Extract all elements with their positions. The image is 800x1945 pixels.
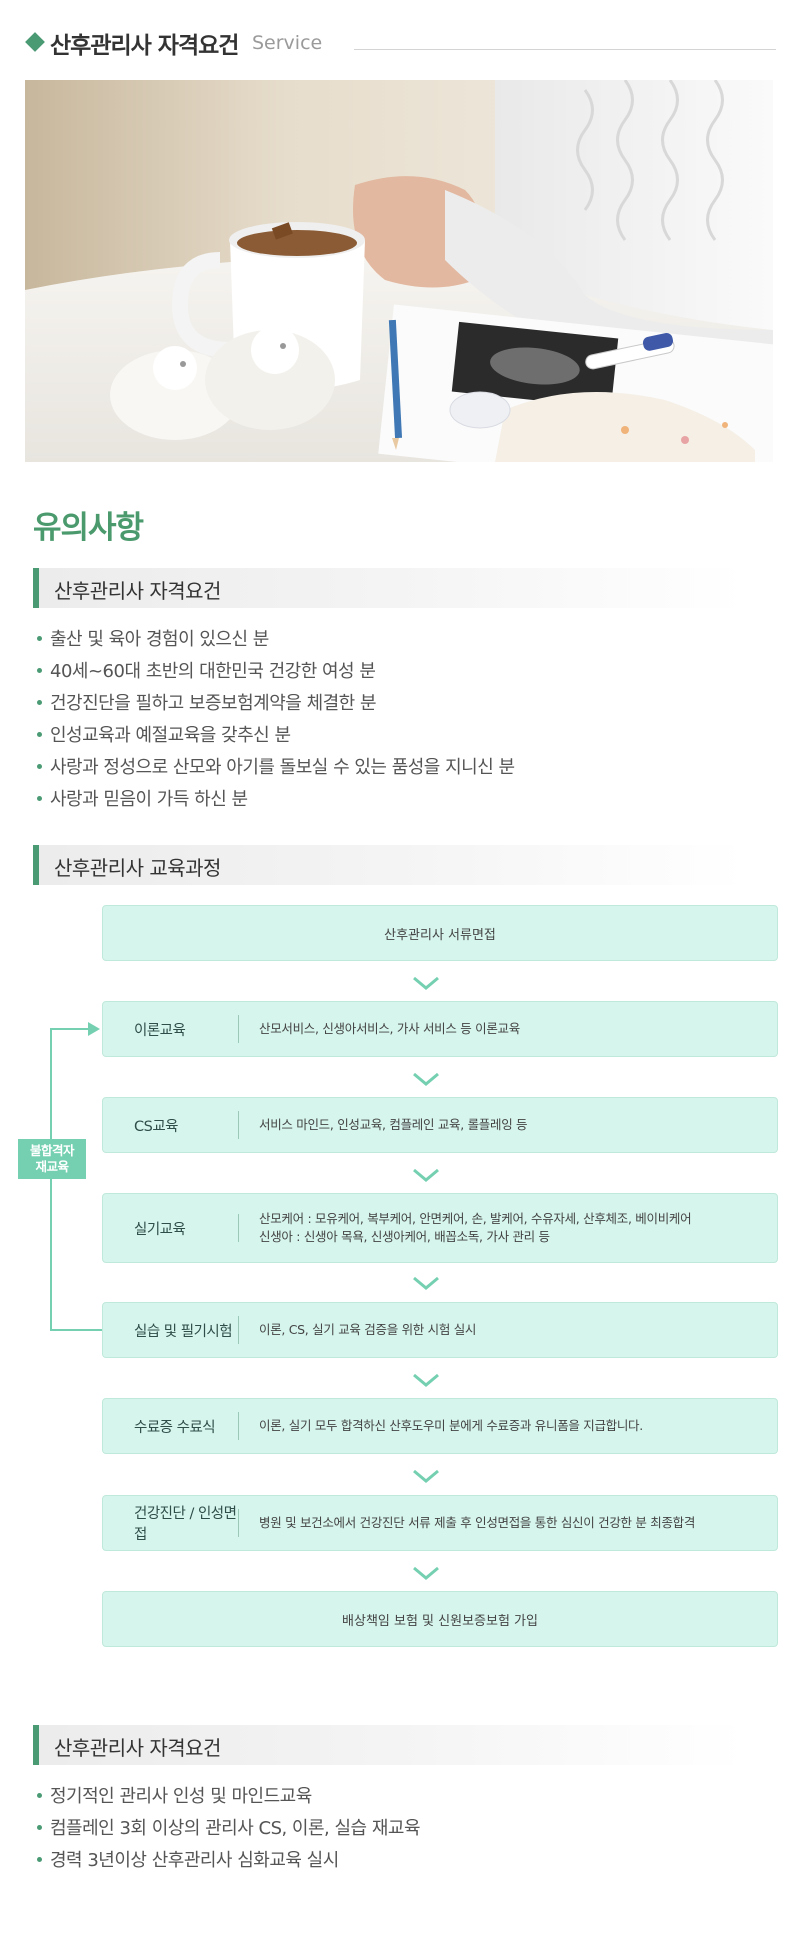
bullet-dot-icon [37, 731, 42, 737]
chevron-down-icon [413, 1072, 439, 1086]
retrain-loop-line [50, 1028, 90, 1030]
section-header-qualifications: 산후관리사 자격요건 [33, 568, 745, 608]
list-item: 정기적인 관리사 인성 및 마인드교육 [35, 1779, 420, 1811]
flow-step-insurance: 배상책임 보험 및 신원보증보험 가입 [102, 1591, 778, 1647]
chevron-down-icon [413, 1373, 439, 1387]
list-item: 인성교육과 예절교육을 갖추신 분 [35, 718, 515, 750]
flow-step-theory: 이론교육 산모서비스, 신생아서비스, 가사 서비스 등 이론교육 [102, 1001, 778, 1057]
chevron-down-icon [413, 1276, 439, 1290]
flow-step-document-interview: 산후관리사 서류면접 [102, 905, 778, 961]
flow-step-health-check: 건강진단 / 인성면접 병원 및 보건소에서 건강진단 서류 제출 후 인성면접… [102, 1495, 778, 1551]
page-subtitle: Service [252, 32, 323, 54]
list-item: 경력 3년이상 산후관리사 심화교육 실시 [35, 1843, 420, 1875]
flow-step-practical: 실기교육 산모케어 : 모유케어, 복부케어, 안면케어, 손, 발케어, 수유… [102, 1193, 778, 1263]
bullet-dot-icon [37, 795, 42, 801]
bullet-dot-icon [37, 1792, 42, 1798]
continuing-education-list: 정기적인 관리사 인성 및 마인드교육 컴플레인 3회 이상의 관리사 CS, … [35, 1779, 421, 1875]
bullet-dot-icon [37, 763, 42, 769]
hero-photo [25, 80, 773, 462]
list-item: 사랑과 정성으로 산모와 아기를 돌보실 수 있는 품성을 지니신 분 [35, 750, 515, 782]
notes-title: 유의사항 [33, 510, 144, 546]
section-header-continuing-education: 산후관리사 자격요건 [33, 1725, 745, 1765]
retrain-loop-line [50, 1329, 102, 1331]
section-title: 산후관리사 자격요건 [54, 1736, 221, 1760]
bullet-dot-icon [37, 1824, 42, 1830]
section-header-curriculum: 산후관리사 교육과정 [33, 845, 745, 885]
flow-step-cs: CS교육 서비스 마인드, 인성교육, 컴플레인 교육, 롤플레잉 등 [102, 1097, 778, 1153]
list-item: 건강진단을 필하고 보증보험계약을 체결한 분 [35, 686, 515, 718]
page-title: 산후관리사 자격요건 [50, 33, 239, 59]
chevron-down-icon [413, 1566, 439, 1580]
section-title: 산후관리사 교육과정 [54, 856, 221, 880]
list-item: 컴플레인 3회 이상의 관리사 CS, 이론, 실습 재교육 [35, 1811, 421, 1843]
retrain-arrow-icon [88, 1022, 100, 1036]
retrain-badge: 불합격자 재교육 [18, 1139, 86, 1179]
bullet-dot-icon [37, 699, 42, 705]
curriculum-flow: 불합격자 재교육 산후관리사 서류면접 이론교육 산모서비스, 신생아서비스, … [0, 905, 800, 1665]
chevron-down-icon [413, 976, 439, 990]
list-item: 출산 및 육아 경험이 있으신 분 [35, 622, 515, 654]
list-item: 사랑과 믿음이 가득 하신 분 [35, 782, 515, 814]
header-divider [354, 49, 776, 50]
bullet-dot-icon [37, 667, 42, 673]
qualification-list: 출산 및 육아 경험이 있으신 분 40세~60대 초반의 대한민국 건강한 여… [35, 622, 515, 814]
bullet-dot-icon [37, 635, 42, 641]
diamond-bullet-icon [25, 32, 45, 52]
flow-step-graduation: 수료증 수료식 이론, 실기 모두 합격하신 산후도우미 분에게 수료증과 유니… [102, 1398, 778, 1454]
flow-step-exam: 실습 및 필기시험 이론, CS, 실기 교육 검증을 위한 시험 실시 [102, 1302, 778, 1358]
section-title: 산후관리사 자격요건 [54, 579, 221, 603]
bullet-dot-icon [37, 1856, 42, 1862]
retrain-loop-line [50, 1028, 52, 1330]
chevron-down-icon [413, 1168, 439, 1182]
list-item: 40세~60대 초반의 대한민국 건강한 여성 분 [35, 654, 515, 686]
page-header: 산후관리사 자격요건 Service [24, 22, 776, 62]
chevron-down-icon [413, 1469, 439, 1483]
